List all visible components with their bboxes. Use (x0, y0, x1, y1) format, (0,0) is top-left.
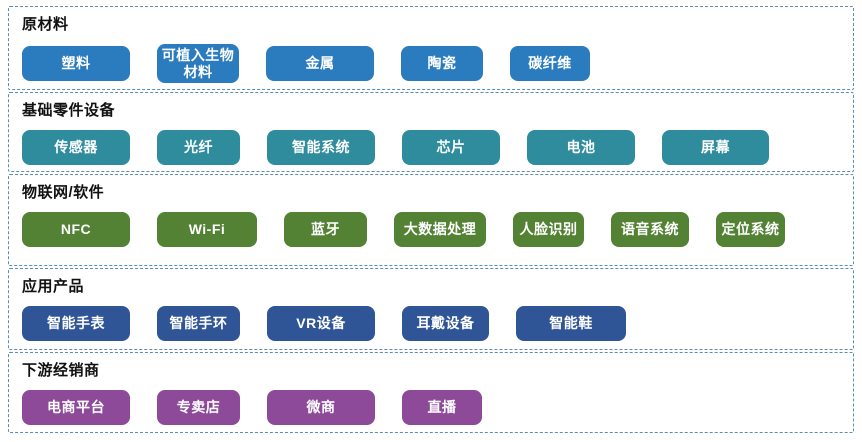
chain-node-list: 传感器 光纤 智能系统 芯片 电池 屏幕 (22, 130, 840, 165)
chain-node: 蓝牙 (284, 212, 367, 247)
chain-level-title: 物联网/软件 (22, 184, 105, 201)
chain-level-basic-components-equipment: 基础零件设备 传感器 光纤 智能系统 芯片 电池 屏幕 (8, 92, 854, 172)
chain-node: VR设备 (267, 306, 375, 341)
chain-node: 光纤 (157, 130, 240, 165)
chain-level-application-products: 应用产品 智能手表 智能手环 VR设备 耳戴设备 智能鞋 (8, 268, 854, 350)
chain-level-iot-software: 物联网/软件 NFC Wi-Fi 蓝牙 大数据处理 人脸识别 语音系统 定位系统 (8, 174, 854, 266)
chain-node: 电池 (527, 130, 635, 165)
chain-node: 语音系统 (611, 212, 689, 247)
chain-node: 专卖店 (157, 390, 240, 425)
chain-node: 智能手环 (157, 306, 240, 341)
chain-node: 传感器 (22, 130, 130, 165)
chain-node: 陶瓷 (401, 46, 483, 82)
chain-node: 大数据处理 (394, 212, 486, 247)
chain-node-list: 塑料 可植入生物材料 金属 陶瓷 碳纤维 (22, 44, 840, 84)
chain-node: NFC (22, 212, 130, 247)
chain-node: 屏幕 (662, 130, 769, 165)
chain-node: 直播 (402, 390, 482, 425)
chain-node: 金属 (266, 46, 374, 82)
chain-node: 耳戴设备 (402, 306, 489, 341)
chain-level-title: 原材料 (22, 16, 69, 33)
chain-node: 智能鞋 (516, 306, 626, 341)
chain-level-downstream-distributors: 下游经销商 电商平台 专卖店 微商 直播 (8, 352, 854, 433)
chain-node: 芯片 (402, 130, 500, 165)
chain-node: 碳纤维 (510, 46, 590, 82)
chain-level-title: 应用产品 (22, 278, 85, 295)
chain-node: 定位系统 (716, 212, 785, 247)
chain-node: 塑料 (22, 46, 130, 82)
chain-node-list: NFC Wi-Fi 蓝牙 大数据处理 人脸识别 语音系统 定位系统 (22, 212, 840, 247)
chain-node: 智能手表 (22, 306, 130, 341)
chain-level-raw-materials: 原材料 塑料 可植入生物材料 金属 陶瓷 碳纤维 (8, 6, 854, 90)
chain-node-list: 电商平台 专卖店 微商 直播 (22, 390, 840, 425)
chain-level-title: 下游经销商 (22, 362, 100, 379)
chain-node: Wi-Fi (157, 212, 257, 247)
chain-node: 可植入生物材料 (157, 44, 239, 84)
chain-node: 人脸识别 (513, 212, 584, 247)
chain-node-list: 智能手表 智能手环 VR设备 耳戴设备 智能鞋 (22, 306, 840, 341)
chain-node: 智能系统 (267, 130, 375, 165)
chain-node: 微商 (267, 390, 375, 425)
chain-node: 电商平台 (22, 390, 130, 425)
chain-level-title: 基础零件设备 (22, 102, 116, 119)
